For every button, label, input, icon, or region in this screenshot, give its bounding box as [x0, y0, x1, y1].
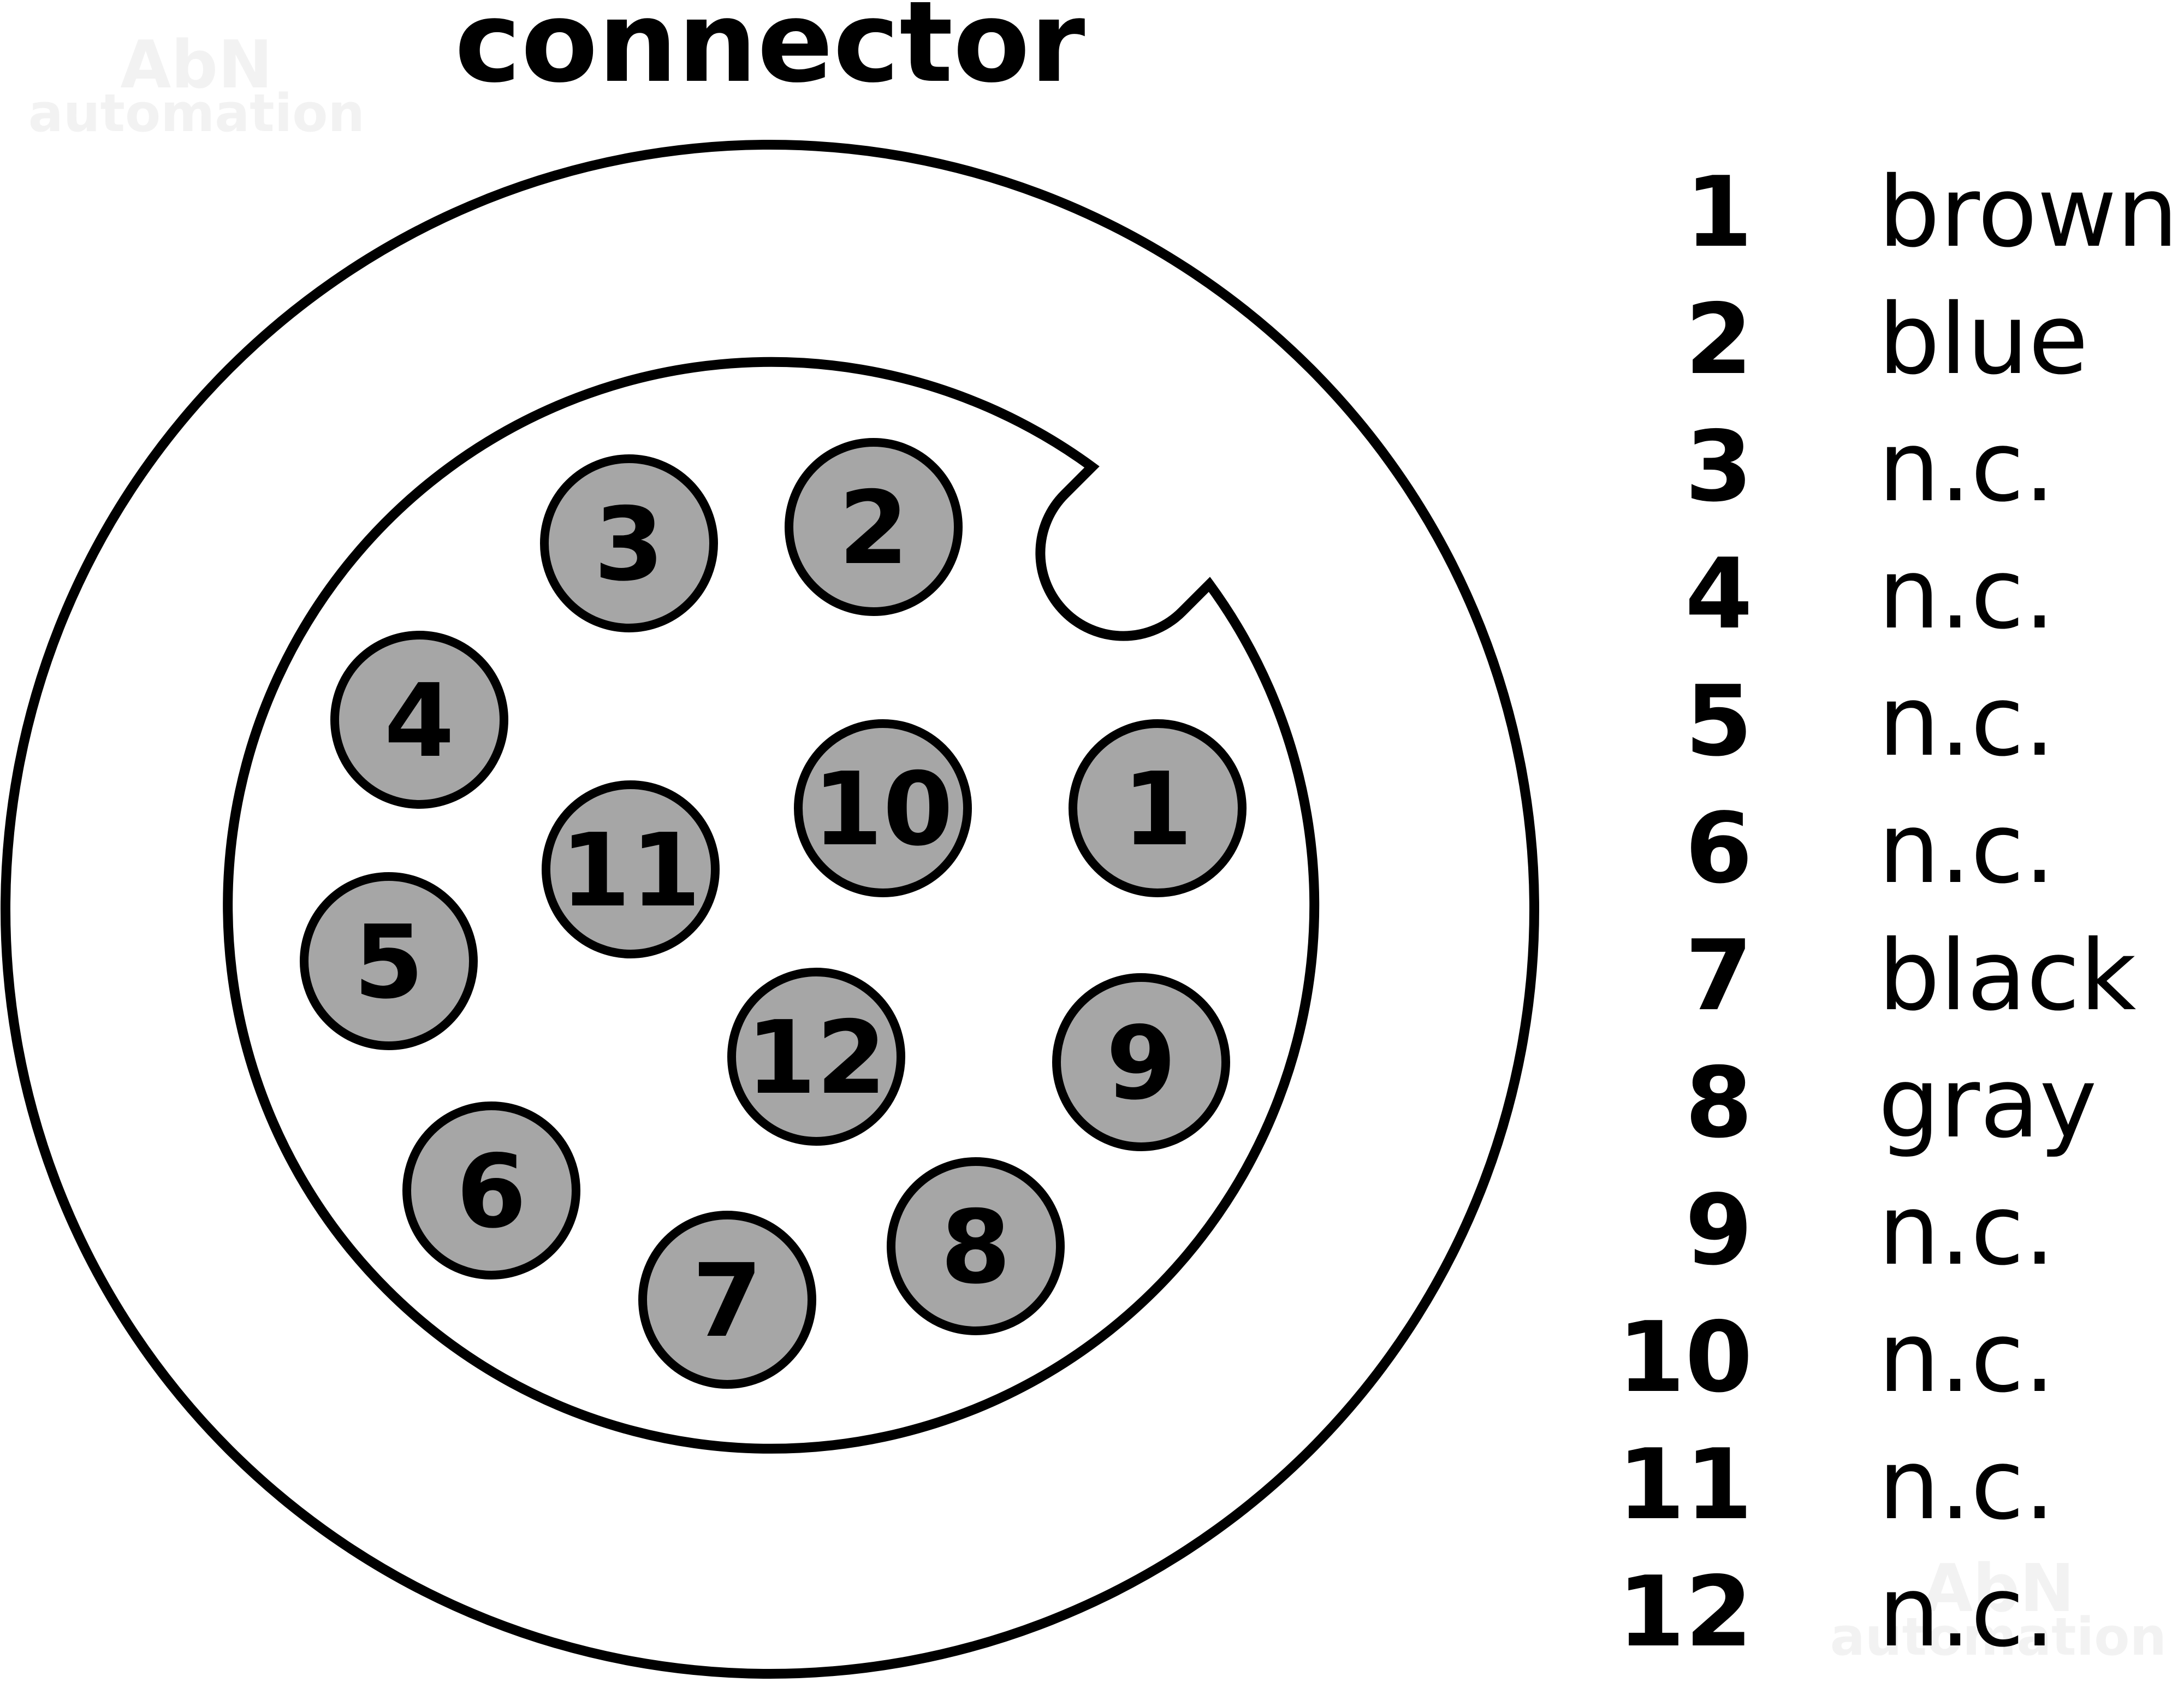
- legend-pin-number: 8: [1685, 1046, 1753, 1159]
- legend-row: 9 n.c.: [1685, 1174, 2055, 1287]
- pin: 2: [785, 438, 963, 616]
- legend-row: 3 n.c.: [1685, 410, 2055, 523]
- legend-row: 10 n.c.: [1617, 1301, 2055, 1414]
- legend-wire-color: gray: [1878, 1046, 2097, 1159]
- legend-row: 7 black: [1685, 919, 2136, 1032]
- pin: 10: [794, 719, 972, 897]
- pin-2-contact: [785, 438, 963, 616]
- pin-6-contact: [402, 1101, 580, 1280]
- pin-7-contact: [638, 1211, 816, 1389]
- connector-outer-ring: [1, 140, 1539, 1679]
- legend-row: 1 brown: [1685, 156, 2178, 269]
- legend-pin-number: 3: [1685, 410, 1753, 523]
- legend-wire-color: n.c.: [1878, 1428, 2055, 1541]
- legend-wire-color: n.c.: [1878, 1301, 2055, 1414]
- pin: 11: [542, 780, 720, 958]
- pin-1-contact: [1069, 719, 1247, 897]
- pin: 1: [1069, 719, 1247, 897]
- watermark-top-left: AbN automation: [28, 27, 365, 144]
- legend-pin-number: 11: [1617, 1428, 1753, 1541]
- watermark-bottom-right: AbN automation: [1830, 1551, 2167, 1667]
- legend-row: 12 n.c.: [1617, 1555, 2055, 1668]
- pin-color-legend: 1 brown 2 blue 3 n.c. 4 n.c. 5 n.c. 6 n.…: [1617, 156, 2178, 1668]
- pin-3-contact: [540, 454, 718, 632]
- pin-5-number: 5: [354, 903, 424, 1021]
- legend-pin-number: 6: [1685, 792, 1753, 905]
- watermark-tagline: automation: [28, 84, 365, 144]
- diagram-title: connector: [455, 0, 1085, 108]
- pin: 8: [887, 1157, 1065, 1335]
- legend-wire-color: n.c.: [1878, 665, 2055, 778]
- pin-10-number: 10: [812, 750, 953, 868]
- legend-wire-color: n.c.: [1878, 1555, 2055, 1668]
- pin-4-contact: [330, 631, 508, 809]
- watermark-brand: AbN: [120, 27, 272, 103]
- pin: 3: [540, 454, 718, 632]
- pin-7-number: 7: [692, 1242, 763, 1360]
- legend-row: 6 n.c.: [1685, 792, 2055, 905]
- pin: 6: [402, 1101, 580, 1280]
- pin-2-number: 2: [839, 469, 909, 587]
- watermark-tagline: automation: [1830, 1607, 2167, 1667]
- pin-9-contact: [1052, 973, 1230, 1151]
- pin: 5: [300, 872, 478, 1050]
- legend-row: 2 blue: [1685, 283, 2088, 396]
- legend-pin-number: 9: [1685, 1174, 1753, 1287]
- pin-8-contact: [887, 1157, 1065, 1335]
- legend-pin-number: 2: [1685, 283, 1753, 396]
- legend-pin-number: 1: [1685, 156, 1753, 269]
- legend-wire-color: brown: [1878, 156, 2179, 269]
- pin-11-contact: [542, 780, 720, 958]
- pin: 7: [638, 1211, 816, 1389]
- connector-insert-with-key-notch: [223, 357, 1320, 1454]
- legend-wire-color: n.c.: [1878, 410, 2055, 523]
- pin-5-contact: [300, 872, 478, 1050]
- pin-12-contact: [727, 968, 905, 1146]
- pin-8-number: 8: [941, 1188, 1011, 1306]
- legend-wire-color: n.c.: [1878, 537, 2055, 650]
- legend-row: 11 n.c.: [1617, 1428, 2055, 1541]
- pin-11-number: 11: [560, 812, 701, 929]
- pin-3-number: 3: [594, 485, 664, 603]
- pin-6-number: 6: [456, 1133, 527, 1251]
- legend-pin-number: 12: [1617, 1555, 1753, 1668]
- legend-wire-color: blue: [1878, 283, 2088, 396]
- pin-1-number: 1: [1123, 750, 1193, 868]
- legend-wire-color: n.c.: [1878, 1174, 2055, 1287]
- pin: 12: [727, 968, 905, 1146]
- pin-10-contact: [794, 719, 972, 897]
- legend-row: 5 n.c.: [1685, 665, 2055, 778]
- legend-pin-number: 5: [1685, 665, 1753, 778]
- legend-row: 4 n.c.: [1685, 537, 2055, 650]
- legend-row: 8 gray: [1685, 1046, 2097, 1159]
- legend-pin-number: 10: [1617, 1301, 1753, 1414]
- pin-12-number: 12: [746, 999, 886, 1117]
- legend-wire-color: black: [1878, 919, 2136, 1032]
- pin: 4: [330, 631, 508, 809]
- legend-pin-number: 7: [1685, 919, 1753, 1032]
- legend-pin-number: 4: [1685, 537, 1753, 650]
- pin: 9: [1052, 973, 1230, 1151]
- watermark-brand: AbN: [1922, 1551, 2074, 1627]
- pin-4-number: 4: [384, 662, 455, 780]
- pin-9-number: 9: [1106, 1004, 1177, 1122]
- legend-wire-color: n.c.: [1878, 792, 2055, 905]
